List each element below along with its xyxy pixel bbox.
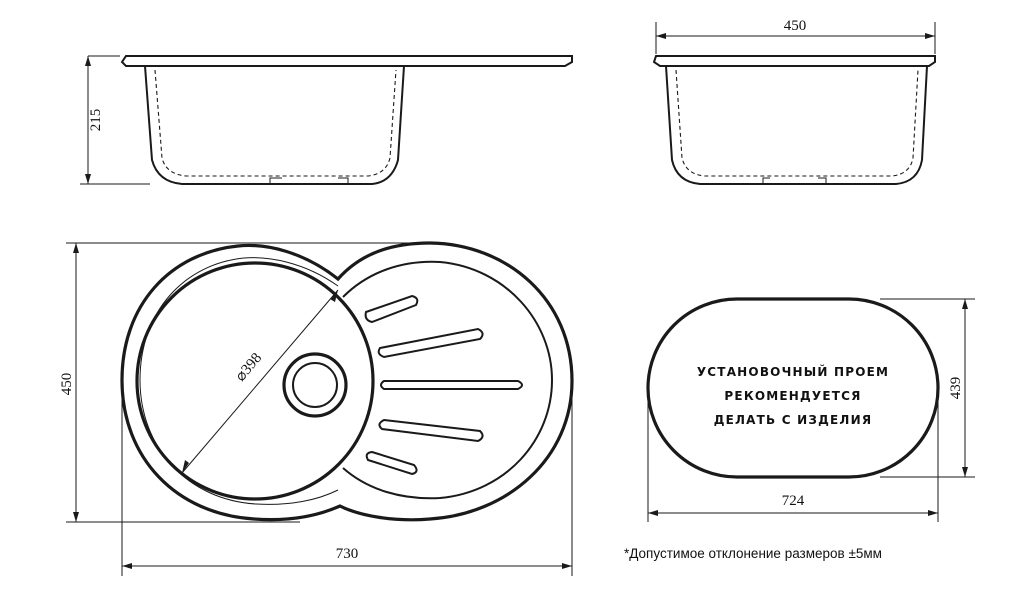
bowl-diameter-label: ⌀398 (233, 350, 266, 384)
cutout-length-label: 724 (782, 493, 805, 509)
tolerance-note: *Допустимое отклонение размеров ±5мм (624, 546, 882, 561)
end-view (652, 55, 936, 185)
side-view (120, 55, 573, 185)
plan-length-dimension: 730 (121, 388, 573, 576)
end-width-label: 450 (784, 18, 807, 34)
cutout-note-line2: РЕКОМЕНДУЕТСЯ (724, 389, 861, 403)
side-height-dimension: 215 (80, 55, 150, 185)
plan-length-label: 730 (336, 546, 359, 562)
side-height-label: 215 (88, 109, 104, 132)
plan-height-dimension: 450 (59, 242, 420, 523)
cutout-template: УСТАНОВОЧНЫЙ ПРОЕМ РЕКОМЕНДУЕТСЯ ДЕЛАТЬ … (646, 297, 940, 479)
plan-view: ⌀398 (120, 241, 574, 522)
drainboard-ribs (364, 294, 523, 476)
cutout-note-line3: ДЕЛАТЬ С ИЗДЕЛИЯ (714, 413, 873, 427)
cutout-length-dimension: 724 (647, 390, 939, 522)
cutout-note-line1: УСТАНОВОЧНЫЙ ПРОЕМ (697, 364, 889, 379)
plan-height-label: 450 (59, 373, 75, 396)
cutout-height-label: 439 (948, 377, 964, 400)
end-width-dimension: 450 (655, 18, 936, 54)
cutout-height-dimension: 439 (880, 298, 975, 478)
